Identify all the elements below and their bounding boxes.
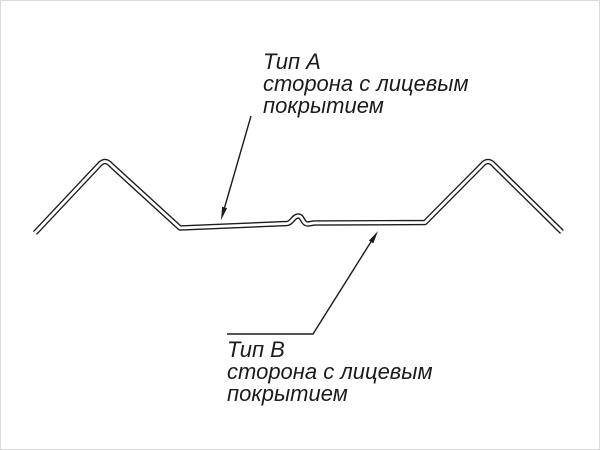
profile-inner-gap (33, 160, 563, 234)
leader-line-b (227, 236, 375, 335)
label-b-line2: покрытием (227, 381, 348, 406)
label-b-line1: сторона с лицевым (227, 359, 433, 384)
label-a-line2: покрытием (263, 93, 384, 118)
leader-arrow-b-icon (368, 231, 378, 244)
profile-outline (32, 158, 564, 235)
label-a-line1: сторона с лицевым (263, 71, 469, 96)
label-a-title: Тип А (263, 49, 321, 74)
leader-arrow-a-icon (221, 206, 228, 220)
label-b-title: Тип В (227, 337, 285, 362)
leader-line-a (222, 115, 252, 214)
